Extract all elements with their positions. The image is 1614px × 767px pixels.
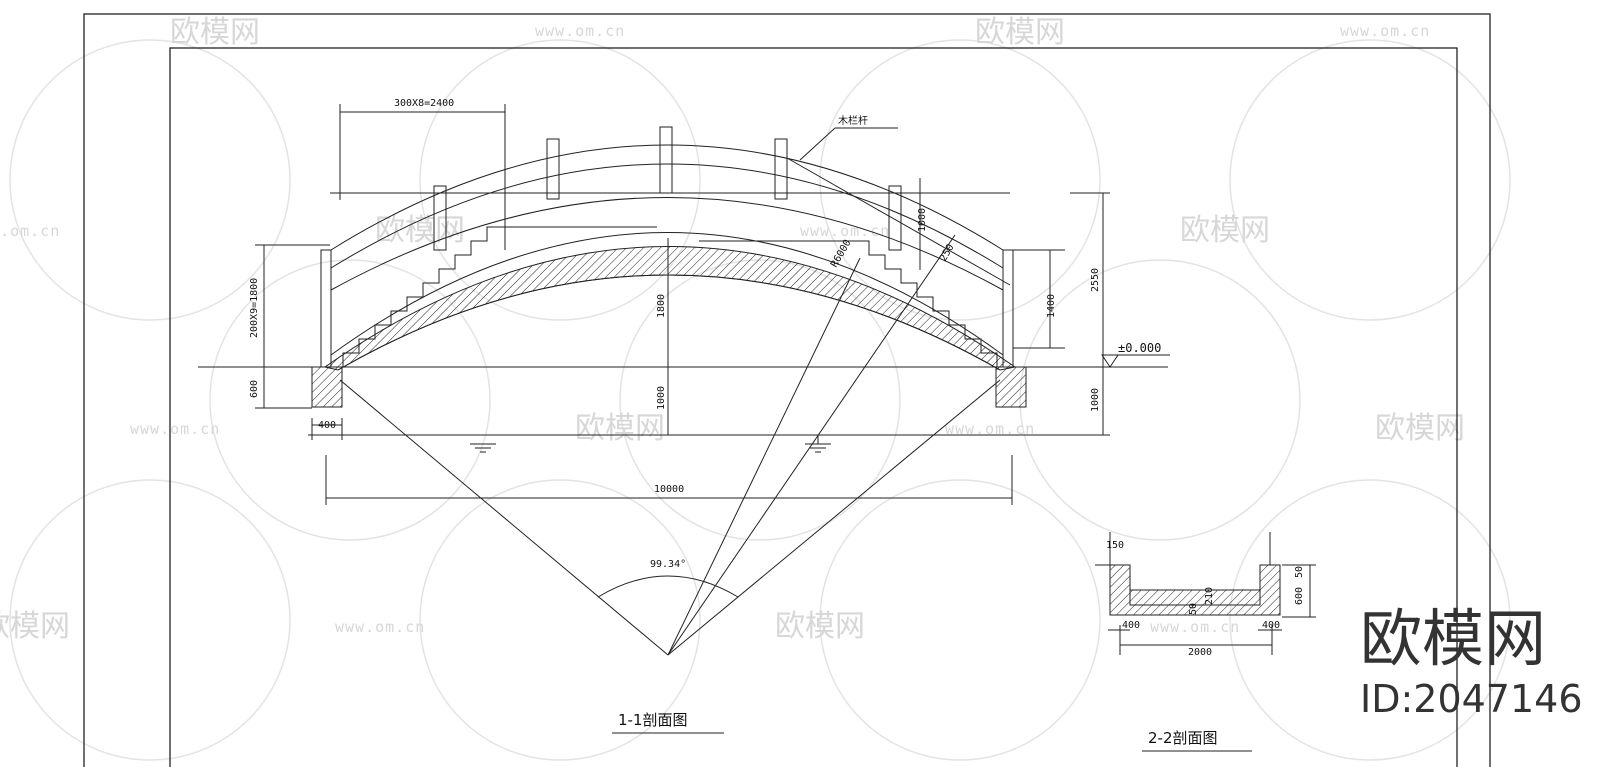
watermark-brand: 欧模网 (375, 213, 465, 248)
watermark-url: www.om.cn (535, 22, 625, 40)
dim-angle: 99.34° (650, 559, 686, 570)
s2-d2000: 2000 (1188, 647, 1212, 658)
watermark-brand: 欧模网 (170, 15, 260, 50)
watermark-brand: 欧模网 (1180, 213, 1270, 248)
outer-frame (83, 13, 1491, 767)
section-1-drawing (198, 104, 1170, 656)
dim-right-below: 1000 (1090, 388, 1101, 412)
s2-d210: 210 (1204, 587, 1215, 605)
inner-frame (169, 47, 1458, 767)
dim-left-vertical: 200X9=1800 (249, 278, 260, 338)
watermark-big-brand: 欧模网 (1360, 602, 1546, 675)
dim-left-base: 600 (249, 380, 260, 398)
s2-d50a: 50 (1294, 566, 1305, 578)
watermark-layer: 欧模网 欧模网 欧模网 欧模网 欧模网 欧模网 欧模网 欧模网 www.om.c… (0, 15, 1511, 761)
section-2-title: 2-2剖面图 (1148, 729, 1218, 747)
dim-arch-height: 1800 (656, 294, 667, 318)
section-1-annotations: 300X8=2400 200X9=1800 600 400 10000 1800… (249, 98, 1161, 734)
dim-below-zero: 1000 (656, 386, 667, 410)
watermark-url: www.om.cn (800, 222, 890, 240)
dim-radius: R6000 (829, 238, 854, 270)
watermark-url: www.om.cn (1340, 22, 1430, 40)
watermark-url: www.om.cn (945, 420, 1035, 438)
dim-top-span: 300X8=2400 (394, 98, 454, 109)
watermark-brand: 欧模网 (0, 609, 70, 644)
s2-d600: 600 (1294, 587, 1305, 605)
s2-d50b: 50 (1188, 603, 1199, 615)
watermark-brand: 欧模网 (575, 411, 665, 446)
watermark-brand: 欧模网 (775, 609, 865, 644)
watermark-url: www.om.cn (1150, 618, 1240, 636)
s2-d150: 150 (1106, 540, 1124, 551)
section-2-drawing (1095, 532, 1316, 655)
s2-d400b: 400 (1262, 620, 1280, 631)
elevation-label: ±0.000 (1118, 341, 1161, 355)
dim-foot-width: 400 (318, 420, 336, 431)
dim-span-total: 10000 (654, 484, 684, 495)
dim-rail-height-2: 1400 (1046, 294, 1057, 318)
section-2-annotations: 150 50 600 210 50 400 400 2000 2-2剖面图 (1106, 540, 1305, 752)
watermark-id: ID:2047146 (1360, 677, 1583, 721)
watermark-brand: 欧模网 (975, 15, 1065, 50)
section-1-title: 1-1剖面图 (618, 711, 688, 729)
dim-rail-height-1: 1000 (917, 208, 928, 232)
rail-note: 木栏杆 (838, 114, 868, 127)
watermark-url: www.om.cn (130, 420, 220, 438)
watermark-brand: 欧模网 (1375, 411, 1465, 446)
s2-d400a: 400 (1122, 620, 1140, 631)
watermark-url: www.om.cn (0, 222, 60, 240)
dim-total-height: 2550 (1090, 268, 1101, 292)
watermark-url: www.om.cn (335, 618, 425, 636)
